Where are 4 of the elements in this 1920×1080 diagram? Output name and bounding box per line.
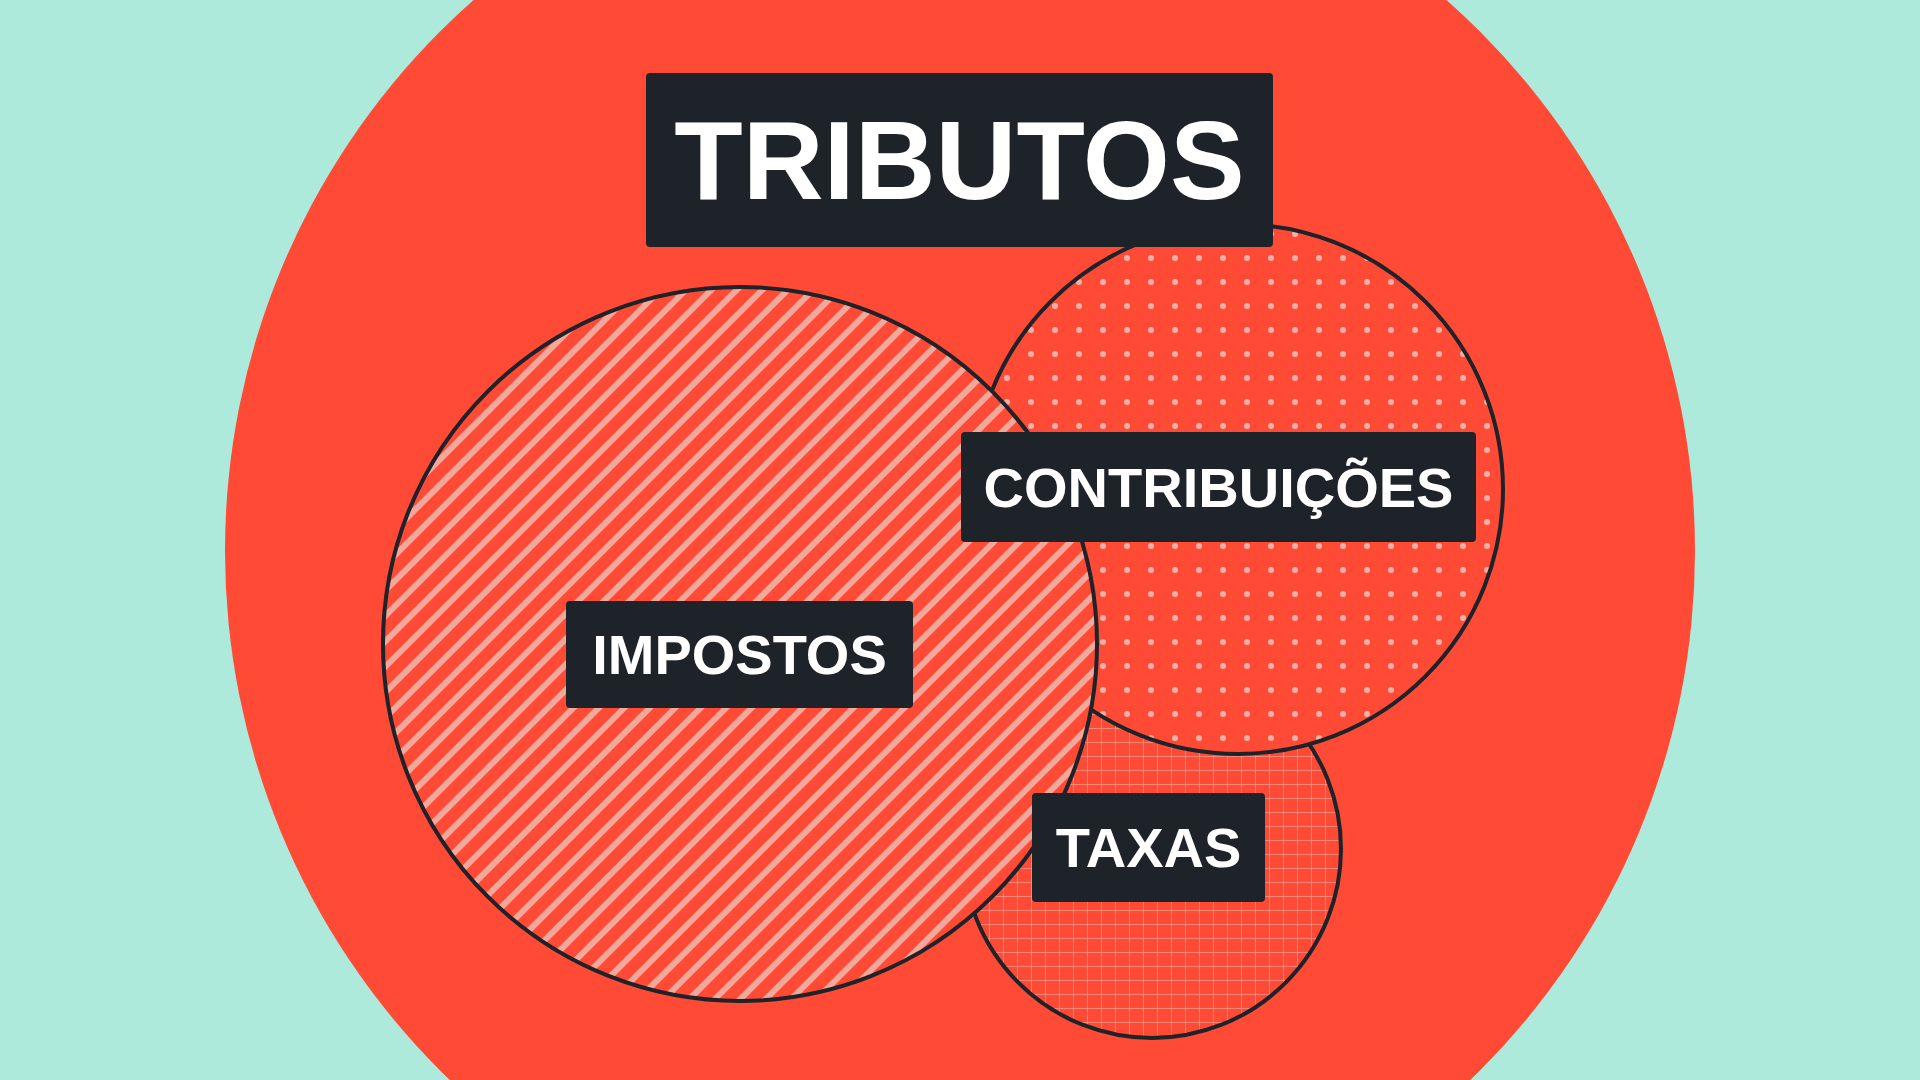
set-label: TRIBUTOS [646,73,1273,247]
set-label: IMPOSTOS [566,601,913,708]
set-label: CONTRIBUIÇÕES [961,432,1476,542]
set-label: TAXAS [1032,793,1265,902]
